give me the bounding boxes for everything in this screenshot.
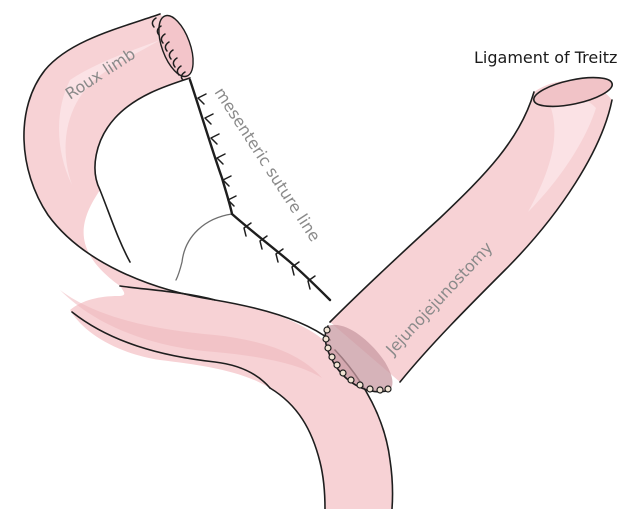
ligament-of-treitz-label: Ligament of Treitz: [474, 48, 617, 67]
mesentery-edge: [176, 214, 232, 280]
mesenteric-suture-line-label: mesenteric suture line: [211, 84, 325, 245]
mesenteric-suture: [190, 80, 330, 300]
proximal-jejunum: [330, 72, 615, 382]
